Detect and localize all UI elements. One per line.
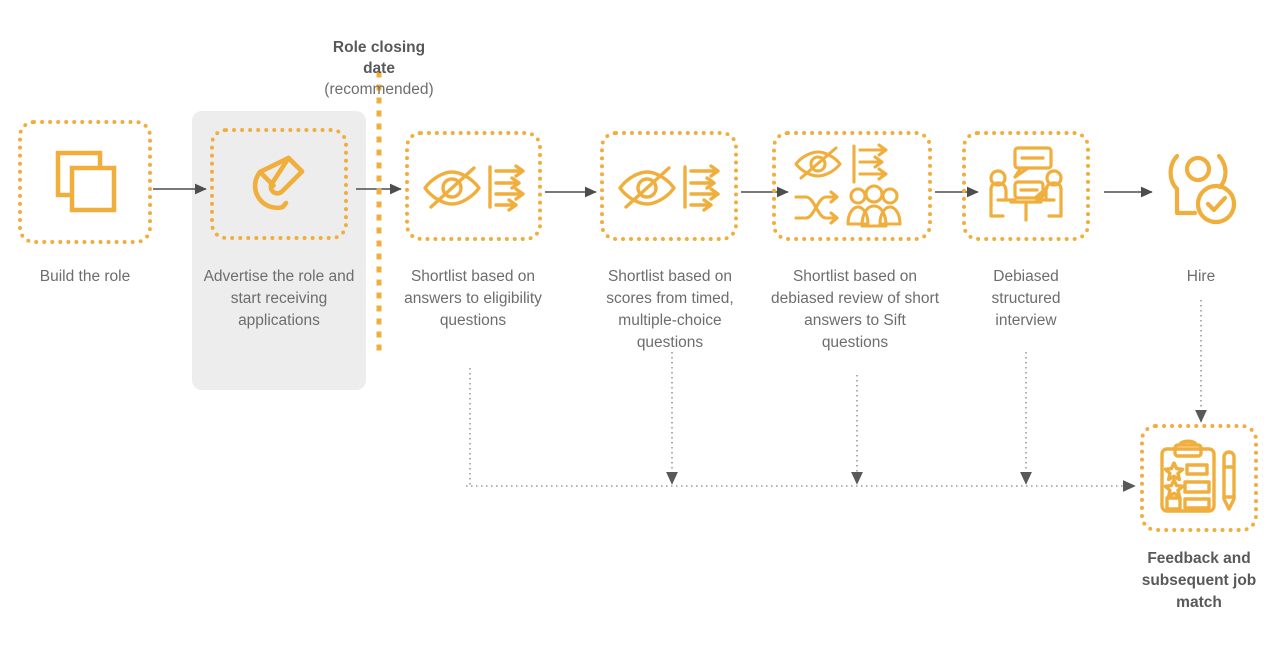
- step-label-shortlist-eligibility: Shortlist based on answers to eligibilit…: [404, 268, 542, 329]
- clipboard-rating-pen-icon: [1160, 439, 1236, 513]
- step-box-shortlist-scores[interactable]: [600, 131, 738, 241]
- role-closing-date-label: Role closing date (recommended): [284, 37, 474, 100]
- step-label-build-the-role: Build the role: [39, 268, 131, 285]
- anonymised-eye-list-shuffle-people-icon: [794, 143, 902, 228]
- step-box-shortlist-eligibility[interactable]: [405, 131, 542, 241]
- step-label-hire: Hire: [1186, 268, 1216, 285]
- step-box-build-the-role[interactable]: [18, 120, 152, 244]
- step-box-debiased-structured-interview[interactable]: [962, 131, 1090, 241]
- step-box-shortlist-debiased-review[interactable]: [772, 131, 932, 241]
- role-closing-date-line1: Role closing: [332, 39, 426, 56]
- stacked-documents-icon: [55, 150, 117, 213]
- step-label-shortlist-debiased-review: Shortlist based on debiased review of sh…: [770, 268, 939, 351]
- anonymised-eye-list-icon: [422, 164, 525, 212]
- step-label-debiased-structured-interview: Debiased structured interview: [991, 268, 1061, 329]
- outcome-box-feedback[interactable]: [1140, 424, 1258, 532]
- magnet-icon: [252, 155, 305, 211]
- outcome-label-feedback: Feedback and subsequent job match: [1141, 550, 1257, 611]
- role-closing-date-line2: date: [363, 60, 395, 77]
- highlight-panel-advertise: [192, 111, 366, 390]
- anonymised-eye-list-icon: [618, 164, 720, 212]
- celebrating-person-check-icon: [1168, 153, 1237, 225]
- role-closing-date-note: (recommended): [324, 81, 434, 98]
- step-label-shortlist-scores: Shortlist based on scores from timed, mu…: [606, 268, 734, 351]
- interview-icon: [989, 146, 1063, 222]
- step-box-advertise-the-role[interactable]: [210, 128, 348, 240]
- step-label-advertise-the-role: Advertise the role and start receiving a…: [203, 268, 355, 329]
- step-icon-hire[interactable]: [1164, 150, 1240, 233]
